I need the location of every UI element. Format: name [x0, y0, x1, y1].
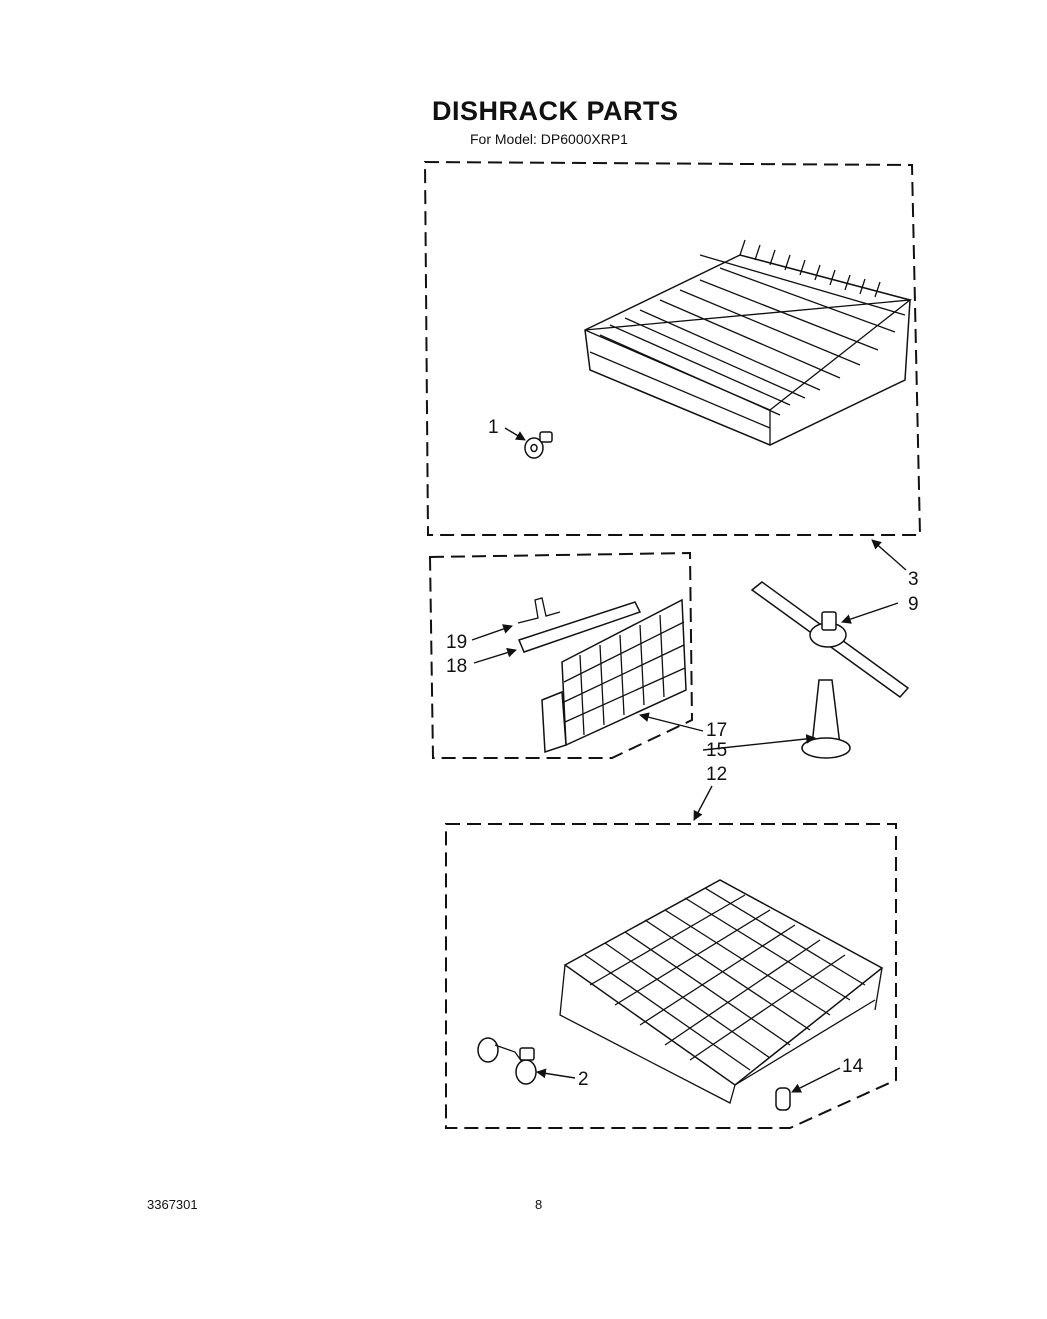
lower-rack-frame: [445, 823, 897, 1129]
page-number: 8: [535, 1197, 543, 1212]
lower-dishrack: [559, 879, 884, 1104]
callout-17: 17: [706, 720, 727, 741]
leader-15: [702, 734, 816, 751]
callout-2: 2: [578, 1069, 589, 1090]
basket-part-17: [541, 598, 687, 754]
leader-12: [693, 785, 713, 821]
callout-9: 9: [908, 594, 919, 615]
model-line: For Model: DP6000XRP1: [470, 131, 628, 147]
callout-12: 12: [706, 764, 727, 785]
upper-rack-frame: [423, 160, 922, 536]
callout-18: 18: [446, 656, 467, 677]
doc-number: 3367301: [147, 1197, 198, 1212]
rack-rail-part-18: [517, 601, 642, 653]
callout-15: 15: [706, 740, 727, 761]
leader-3: [871, 539, 907, 571]
cap-part-14: [775, 1087, 791, 1111]
callout-19: 19: [446, 632, 467, 653]
upper-dishrack: [584, 239, 913, 446]
lower-wheels-part-2: [477, 1037, 537, 1085]
leader-9: [841, 602, 899, 624]
leader-19: [471, 624, 513, 641]
leader-14: [791, 1067, 841, 1093]
leader-18: [473, 647, 517, 664]
callout-14: 14: [842, 1056, 864, 1077]
spray-tower-part-15: [801, 679, 851, 759]
spray-arm-part-9: [750, 581, 910, 699]
callout-1: 1: [488, 417, 499, 438]
middle-parts-frame: [428, 551, 694, 759]
leader-1: [504, 427, 526, 441]
rack-wheel-part-1: [524, 431, 553, 459]
clip-part-19: [517, 597, 561, 624]
page-title: DISHRACK PARTS: [432, 96, 679, 126]
leader-2: [536, 1068, 576, 1079]
callout-3: 3: [908, 569, 919, 590]
leader-17: [639, 712, 704, 732]
